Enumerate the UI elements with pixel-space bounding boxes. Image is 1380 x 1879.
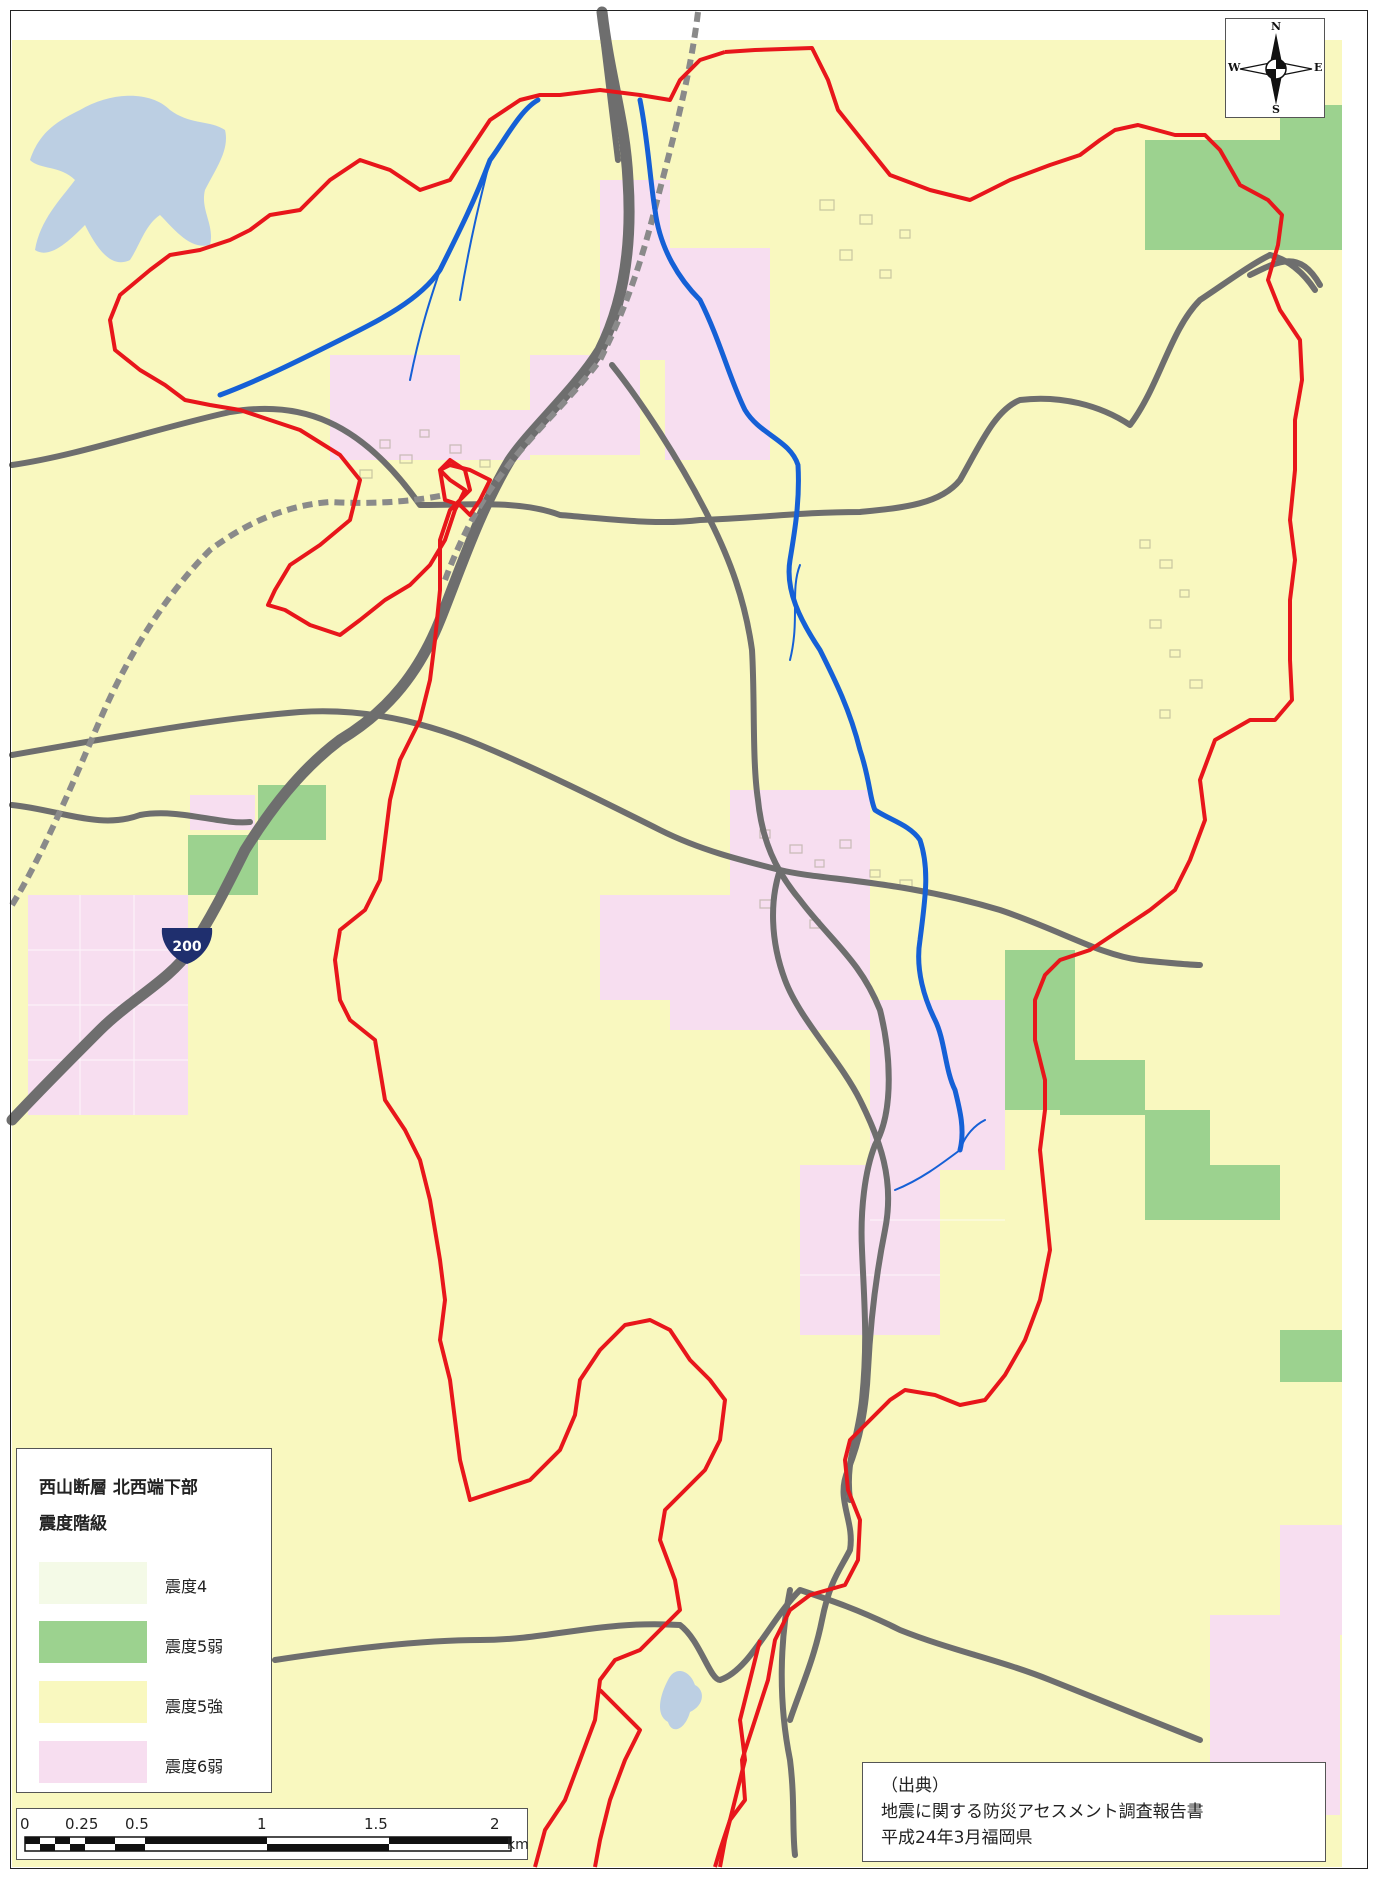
scale-segment (40, 1844, 55, 1851)
legend-title: 西山断層 北西端下部 (39, 1478, 198, 1498)
rivers (217, 97, 986, 1191)
legend-label-intensity-4: 震度4 (165, 1577, 208, 1596)
legend-label-intensity-5-weak: 震度5弱 (165, 1637, 224, 1656)
cell (600, 895, 870, 1000)
cell (1060, 1060, 1145, 1115)
road-south-west (272, 1587, 1203, 1743)
compass-n-label: N (1271, 20, 1282, 33)
source-heading: （出典） (881, 1776, 949, 1796)
road-east-west-2 (9, 708, 1203, 968)
river-west-thin (409, 159, 491, 381)
route-shield-number: 200 (172, 939, 201, 955)
compass-south (1270, 75, 1282, 105)
legend-subtitle: 震度階級 (39, 1514, 107, 1534)
source-report-title: 地震に関する防災アセスメント調査報告書 (881, 1802, 1204, 1822)
cell (670, 990, 870, 1030)
scale-segment (145, 1837, 267, 1844)
cell (1145, 140, 1285, 250)
expressway (6, 6, 635, 1126)
scale-bar: 0 0.25 0.5 1 1.5 2 km (16, 1808, 529, 1860)
boundary-south-loop (593, 1639, 762, 1868)
legend: 西山断層 北西端下部 震度階級 震度4 震度5弱 震度5強 震度6弱 (16, 1448, 272, 1793)
compass-quarter (1276, 59, 1286, 69)
building-cluster (1139, 539, 1203, 719)
pond (660, 1670, 702, 1730)
scale-tick-label: 0.5 (125, 1815, 149, 1833)
scale-unit: km (507, 1837, 529, 1853)
scale-tick-label: 0 (20, 1815, 30, 1833)
legend-label-intensity-5-strong: 震度5強 (165, 1697, 224, 1716)
scale-tick-label: 1 (257, 1815, 267, 1833)
cell (1145, 1165, 1280, 1220)
source-publisher: 平成24年3月福岡県 (881, 1828, 1033, 1848)
legend-swatch-intensity-6-weak (39, 1741, 147, 1783)
road-south-east (778, 1587, 798, 1858)
river-tributary (789, 564, 986, 1191)
north-arrow: N S E W (1225, 18, 1325, 118)
scale-segment (115, 1844, 145, 1851)
roads (6, 6, 1323, 1858)
river-main (637, 97, 965, 1153)
scale-tick-label: 1.5 (364, 1815, 388, 1833)
road-diagonal (609, 362, 892, 1503)
cell (1280, 1525, 1342, 1635)
building-cluster (359, 429, 491, 479)
legend-label-intensity-6-weak: 震度6弱 (165, 1757, 224, 1776)
road-east-west-3 (9, 802, 253, 826)
legend-swatch-intensity-5-strong (39, 1681, 147, 1723)
road-east-west-1 (9, 252, 1273, 526)
cell (330, 410, 530, 460)
cell (1280, 105, 1342, 250)
road-south (770, 867, 892, 1723)
route-shield: 200 (161, 928, 213, 964)
scale-bar-graphic (24, 1836, 512, 1852)
scale-segment (85, 1837, 115, 1844)
scale-tick-label: 2 (490, 1815, 500, 1833)
source-note: （出典） 地震に関する防災アセスメント調査報告書 平成24年3月福岡県 (862, 1762, 1326, 1862)
legend-swatch-intensity-5-weak (39, 1621, 147, 1663)
compass-quarter (1266, 69, 1276, 79)
compass-icon (1239, 33, 1313, 105)
compass-north (1270, 33, 1282, 63)
compass-s-label: S (1272, 103, 1280, 116)
cell (800, 1165, 940, 1335)
scale-segment (70, 1844, 85, 1851)
cell (1145, 1110, 1210, 1170)
river-west (217, 97, 541, 398)
scale-segment (389, 1837, 511, 1844)
boundary-west-loop (438, 463, 492, 517)
railway-north (442, 11, 701, 582)
scale-segment (267, 1844, 389, 1851)
compass-w-label: W (1228, 61, 1241, 74)
road-north (597, 9, 621, 163)
scale-segment (25, 1837, 40, 1844)
city-boundary (108, 46, 1304, 1868)
scale-segment (55, 1837, 70, 1844)
scale-tick-label: 0.25 (65, 1815, 99, 1833)
cell (1280, 1330, 1342, 1382)
reservoir-lake (30, 95, 226, 263)
compass-e-label: E (1314, 61, 1323, 74)
building-cluster (819, 199, 911, 279)
route-shield-shape (161, 928, 213, 964)
legend-swatch-intensity-4 (39, 1562, 147, 1604)
